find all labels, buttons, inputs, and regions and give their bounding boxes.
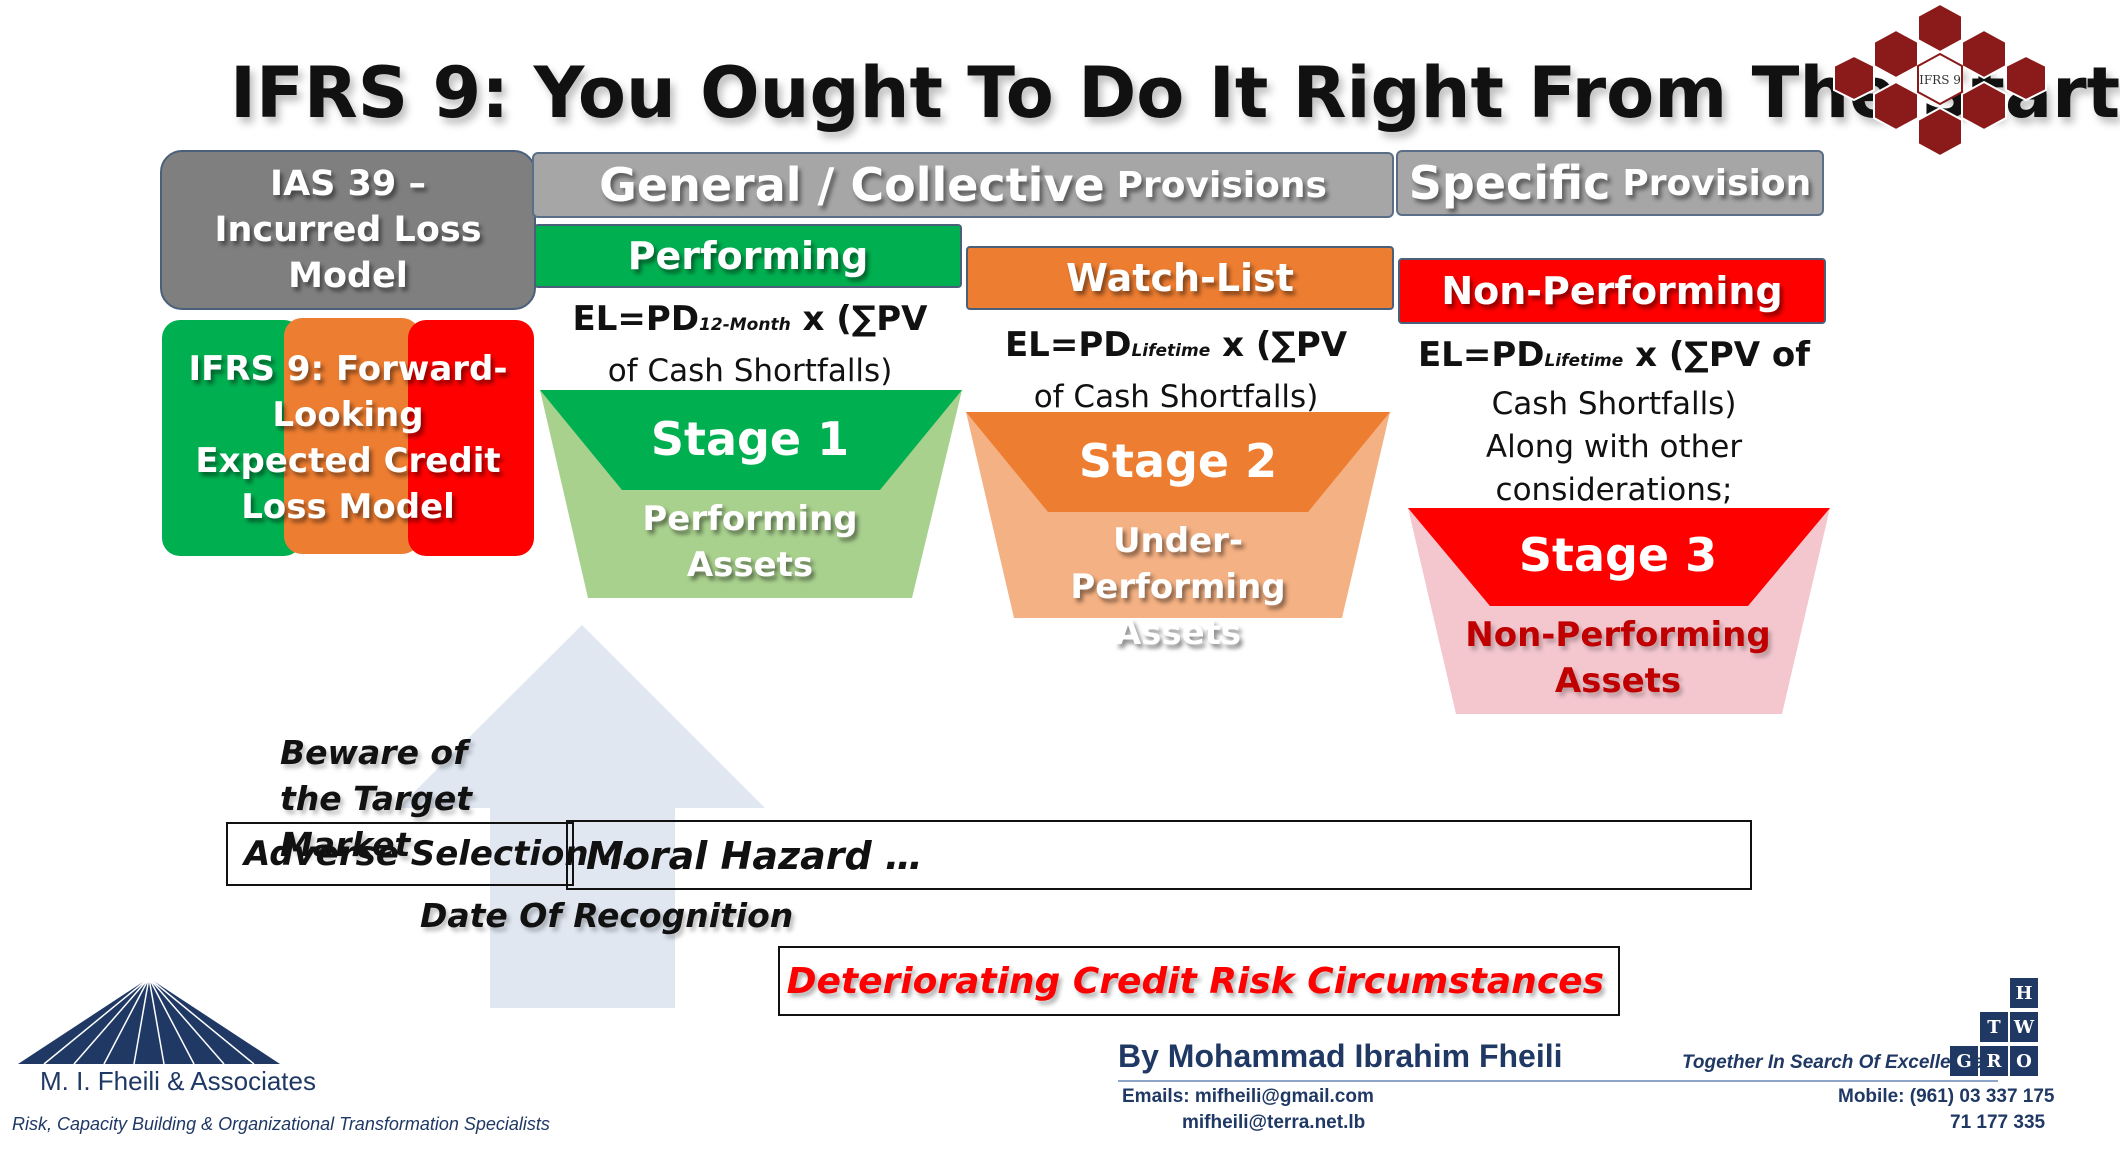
slogan: Together In Search Of Excellence!	[1682, 1052, 1990, 1073]
el3-line2: Cash Shortfalls)	[1491, 386, 1737, 422]
deteriorating-label: Deteriorating Credit Risk Circumstances	[786, 960, 1604, 1002]
beware-note: Beware of the Target Market	[280, 733, 473, 864]
ifrs9-green-segment	[162, 320, 302, 556]
grow-block-w: W	[2010, 1012, 2038, 1042]
tag-non-performing-label: Non-Performing	[1441, 269, 1783, 313]
specific-header-suffix: Provision	[1622, 162, 1812, 204]
grow-block-g: G	[1950, 1046, 1978, 1076]
tag-watch-list: Watch-List	[966, 246, 1394, 310]
general-header-suffix: Provisions	[1116, 164, 1327, 206]
stage1-top	[540, 390, 962, 490]
stage2-top	[966, 412, 1390, 512]
stage2-assets: Under-Performing Assets	[1070, 521, 1286, 653]
el3-line3: Along with other	[1485, 429, 1743, 465]
org-tagline: Risk, Capacity Building & Organizational…	[12, 1114, 550, 1134]
grow-block-o: O	[2010, 1046, 2038, 1076]
el2-line2: of Cash Shortfalls)	[1033, 379, 1319, 415]
el-formula-stage2: EL=PDLifetime x (∑PV of Cash Shortfalls)	[966, 322, 1386, 420]
el1-sub: 12-Month	[699, 315, 791, 335]
mobile-line2: 71 177 335	[1950, 1112, 2046, 1133]
el3-sub: Lifetime	[1544, 351, 1624, 371]
el3-line4: considerations;	[1495, 472, 1733, 508]
el3-pre: EL=PD	[1417, 335, 1545, 375]
ifrs9-label-wrap: IFRS 9: Forward-Looking Expected Credit …	[162, 318, 534, 558]
ifrs9-orange-segment	[284, 318, 420, 554]
org-name: M. I. Fheili & Associates	[40, 1066, 316, 1096]
grow-logo: H T W G R O	[1950, 978, 2040, 1080]
tag-performing-label: Performing	[627, 234, 869, 278]
ifrs9-color-block: IFRS 9: Forward-Looking Expected Credit …	[162, 318, 534, 558]
el-formula-stage3: EL=PDLifetime x (∑PV of Cash Shortfalls)…	[1404, 334, 1824, 512]
date-of-recognition: Date Of Recognition	[420, 896, 794, 935]
adverse-selection-label: Adverse Selection …	[244, 834, 635, 874]
moral-hazard-label: Moral Hazard …	[586, 834, 923, 878]
stage1-label: Stage 1	[650, 412, 850, 466]
el2-sub: Lifetime	[1131, 341, 1211, 361]
logo-center-label: IFRS 9	[1919, 73, 1961, 87]
up-arrow-shape	[398, 625, 765, 1008]
ifrs9-label: IFRS 9: Forward-Looking Expected Credit …	[188, 349, 508, 527]
el-formula-stage1: EL=PD12-Month x (∑PV of Cash Shortfalls)	[540, 296, 960, 394]
el2-pre: EL=PD	[1004, 325, 1132, 365]
adverse-selection-box: Adverse Selection …	[226, 822, 634, 886]
deteriorating-box: Deteriorating Credit Risk Circumstances	[778, 946, 1620, 1016]
tag-watch-list-label: Watch-List	[1066, 256, 1294, 300]
el2-post: x (∑PV	[1210, 325, 1348, 365]
grow-block-h: H	[2010, 978, 2038, 1008]
general-provisions-header: General / Collective Provisions	[532, 152, 1394, 218]
stage3-top	[1408, 508, 1830, 606]
general-header-main: General / Collective	[599, 158, 1105, 212]
stage3-assets: Non-Performing Assets	[1465, 615, 1771, 701]
tag-performing: Performing	[534, 224, 962, 288]
pyramid-logo-icon	[18, 977, 280, 1065]
stage3-label: Stage 3	[1518, 528, 1718, 582]
author-divider	[1118, 1080, 1998, 1082]
mobile-line1: Mobile: (961) 03 337 175	[1838, 1086, 2055, 1107]
el3-post: x (∑PV of	[1623, 335, 1811, 375]
emails-line1: Emails: mifheili@gmail.com	[1122, 1086, 1374, 1107]
tag-non-performing: Non-Performing	[1398, 258, 1826, 324]
emails-line2: mifheili@terra.net.lb	[1182, 1112, 1366, 1133]
ifrs9-red-segment	[408, 320, 534, 556]
ias39-label: IAS 39 – Incurred Loss Model	[214, 164, 482, 296]
stage1-assets: Performing Assets	[642, 499, 858, 585]
specific-provision-header: Specific Provision	[1396, 150, 1824, 216]
grow-block-t: T	[1980, 1012, 2008, 1042]
ias39-box: IAS 39 – Incurred Loss Model	[160, 150, 536, 310]
ifrs9-hexagon-logo: IFRS 9	[1833, 2, 2047, 158]
specific-header-main: Specific	[1408, 156, 1611, 210]
el1-pre: EL=PD	[572, 299, 700, 339]
el1-post: x (∑PV	[790, 299, 928, 339]
el1-line2: of Cash Shortfalls)	[607, 353, 893, 389]
stage2-label: Stage 2	[1078, 434, 1278, 488]
grow-block-r: R	[1980, 1046, 2008, 1076]
stage-funnels	[398, 390, 1830, 1008]
author-name: By Mohammad Ibrahim Fheili	[1118, 1038, 1563, 1074]
page-title: IFRS 9: You Ought To Do It Right From Th…	[230, 52, 2120, 134]
moral-hazard-box: Moral Hazard …	[566, 820, 1752, 890]
